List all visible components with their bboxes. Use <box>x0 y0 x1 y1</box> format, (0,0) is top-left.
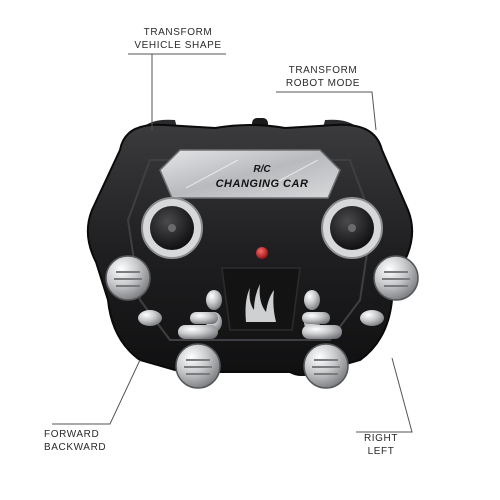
right-chrome-button[interactable] <box>373 255 419 301</box>
right-left-button[interactable] <box>303 343 349 389</box>
flame-decal <box>245 284 276 322</box>
callout-line: LEFT <box>367 446 395 457</box>
callout-line: TRANSFORM <box>143 27 213 38</box>
callout-line: RIGHT <box>363 433 399 444</box>
body-bevel <box>126 159 374 341</box>
callout-line: BACKWARD <box>44 442 107 453</box>
callout-transform-vehicle-shape: TRANSFORM VEHICLE SHAPE <box>133 26 223 52</box>
leader-transform-robot <box>276 91 377 131</box>
callout-line: FORWARD <box>44 429 100 440</box>
leader-right-left <box>356 357 413 433</box>
label-plate <box>159 149 341 199</box>
callout-transform-robot-mode: TRANSFORM ROBOT MODE <box>278 64 368 90</box>
left-piston <box>178 312 218 339</box>
label-changing-car: CHANGING CAR <box>216 178 309 190</box>
leader-transform-vehicle <box>128 53 226 130</box>
power-led <box>256 247 268 259</box>
callout-line: VEHICLE SHAPE <box>134 40 222 51</box>
left-chrome-button[interactable] <box>105 255 151 301</box>
callout-right-left: RIGHT LEFT <box>356 432 406 458</box>
callout-line: ROBOT MODE <box>285 78 361 89</box>
right-joystick[interactable] <box>321 197 383 259</box>
forward-backward-button[interactable] <box>175 343 221 389</box>
leader-forward-backward <box>52 359 141 425</box>
left-joystick[interactable] <box>141 197 203 259</box>
center-panel <box>221 267 301 331</box>
label-rc: R/C <box>253 164 271 175</box>
callout-forward-backward: FORWARD BACKWARD <box>44 428 106 454</box>
callout-line: TRANSFORM <box>288 65 358 76</box>
right-piston <box>302 312 342 339</box>
